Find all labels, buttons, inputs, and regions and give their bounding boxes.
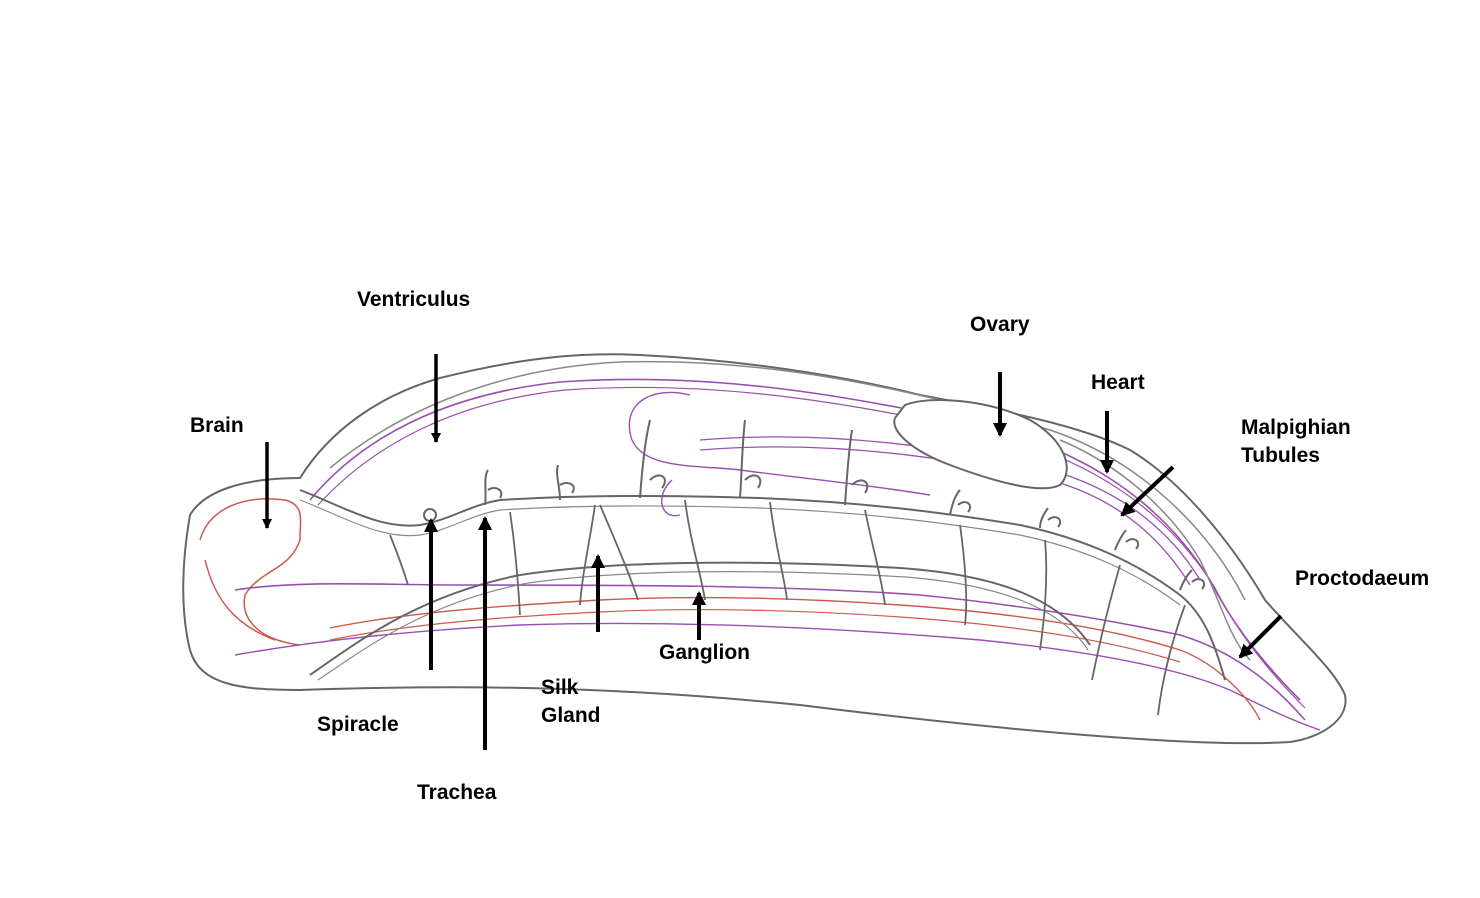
label-silk-gland: Silk Gland (541, 674, 601, 730)
proctodaeum-arrow (1238, 614, 1283, 659)
label-spiracle: Spiracle (317, 713, 399, 736)
label-ventriculus: Ventriculus (357, 288, 471, 311)
label-trachea: Trachea (417, 781, 497, 804)
body-outline (182, 353, 1347, 745)
label-proctodaeum: Proctodaeum (1295, 567, 1430, 590)
dorsal-vessel (1059, 439, 1251, 661)
malpighian-arrow (1120, 465, 1175, 517)
nerve-cord (329, 596, 1261, 721)
gut-upper (309, 378, 1301, 701)
ventral-trachea (309, 561, 1091, 676)
spiracle-circle (423, 508, 437, 522)
dorsal-inner-line (329, 360, 1246, 601)
tracheal-trunk-2 (299, 499, 1181, 606)
label-ovary: Ovary (970, 313, 1030, 336)
label-brain: Brain (190, 414, 244, 437)
ventral-branches (389, 499, 1186, 716)
label-ganglion: Ganglion (659, 641, 750, 664)
label-malpighian-line1: Malpighian (1241, 416, 1351, 439)
ovary-shape (893, 399, 1068, 490)
nerve-cord-2 (329, 608, 1181, 663)
brain-outline (199, 498, 302, 646)
silk-gland-loop (628, 391, 931, 496)
label-silk-line1: Silk (541, 676, 579, 699)
ventral-trachea-2 (317, 571, 1089, 681)
gut-lower-2 (234, 622, 1321, 731)
head-inner (204, 559, 276, 641)
gut-lower (234, 582, 1306, 721)
label-heart: Heart (1091, 371, 1145, 394)
gut-upper-2 (317, 386, 1306, 709)
label-malpighian-tubules: Malpighian Tubules (1241, 414, 1351, 470)
silk-gland-loop-2 (661, 479, 681, 517)
dorsal-branches (484, 419, 1206, 591)
label-silk-line2: Gland (541, 704, 601, 727)
label-malpighian-line2: Tubules (1241, 444, 1320, 467)
